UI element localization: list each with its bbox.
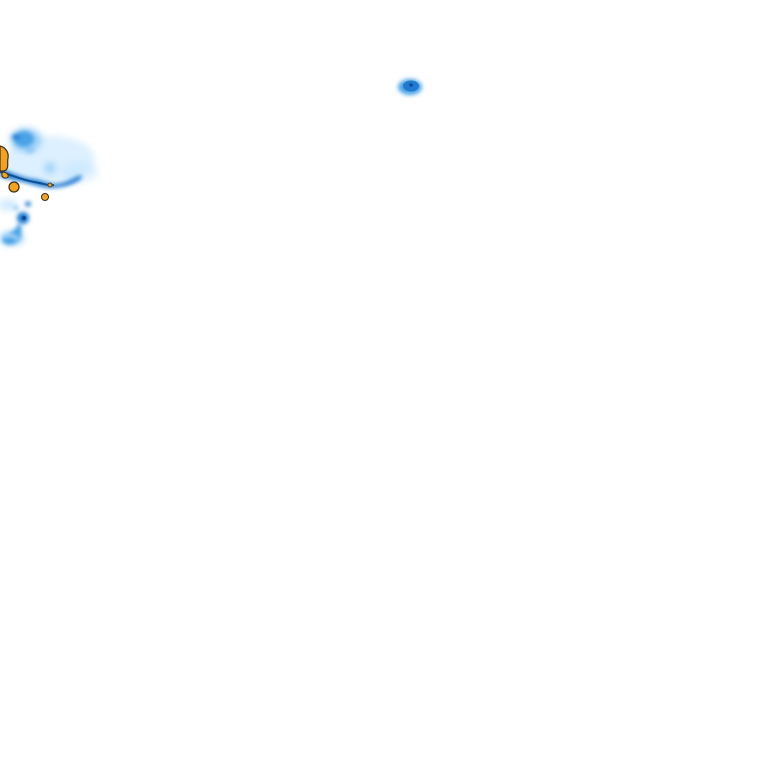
precip-cell-isolated [398, 79, 422, 95]
precip-heavy [25, 201, 31, 207]
precip-cell-north-west [12, 131, 35, 153]
precip-light-echo [44, 162, 56, 174]
precip-intense-cores [0, 145, 53, 201]
precip-moderate [14, 131, 34, 147]
precip-core [21, 215, 27, 221]
precip-intense-core [41, 193, 49, 201]
precip-cluster-west [0, 128, 98, 245]
precip-small-cells [14, 201, 31, 210]
precip-cell-south-west [2, 212, 29, 245]
precip-moderate [25, 147, 35, 153]
precip-light-echo [62, 162, 98, 182]
precip-intense-core [8, 181, 20, 193]
precip-intense-core [0, 145, 9, 172]
precip-heavy [12, 134, 20, 140]
precip-intense-core [1, 171, 9, 179]
precip-band [0, 168, 82, 188]
precip-heavy [14, 206, 18, 210]
precip-core [409, 83, 413, 87]
precip-trailing-light [3, 233, 20, 241]
precip-intense-core [47, 182, 53, 188]
precip-light-echo [0, 199, 18, 211]
